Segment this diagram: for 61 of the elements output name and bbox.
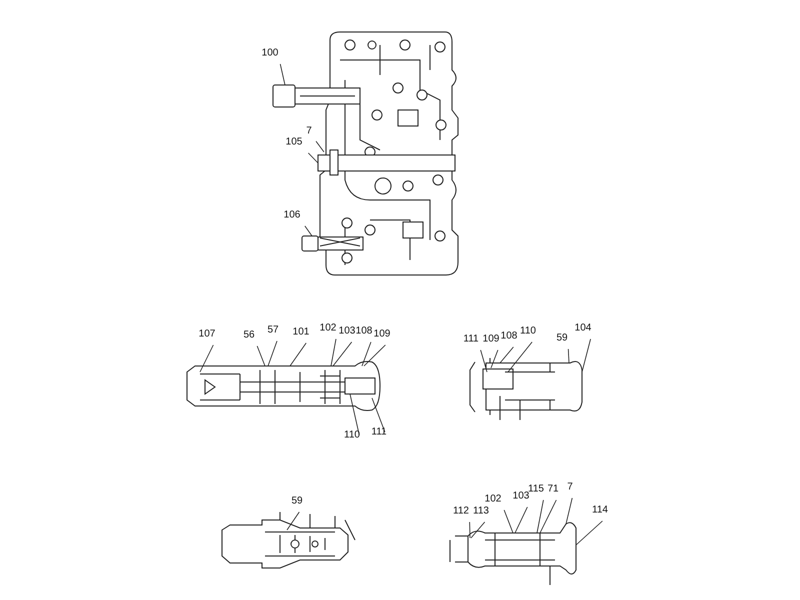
- callout-number: 109: [373, 328, 391, 340]
- leader-line: [362, 342, 372, 366]
- callout-number: 115: [528, 484, 544, 494]
- leader-line: [332, 342, 352, 366]
- plug-drawing: [470, 358, 582, 420]
- callout-number: 102: [319, 322, 337, 334]
- callout-number: 113: [472, 506, 490, 516]
- leader-line: [364, 344, 386, 366]
- callout-number: 104: [574, 322, 592, 334]
- callout-number: 57: [266, 324, 280, 336]
- callout-number: 109: [482, 334, 500, 344]
- leader-line: [308, 152, 318, 164]
- callout-number: 59: [556, 332, 568, 344]
- leader-line: [514, 506, 528, 534]
- leader-line: [536, 500, 544, 534]
- callout-number: 7: [306, 126, 312, 136]
- leader-line: [316, 140, 324, 152]
- callout-number: 101: [292, 326, 310, 338]
- leader-line: [372, 398, 386, 432]
- leader-line: [200, 344, 214, 372]
- leader-line: [286, 512, 300, 530]
- callout-number: 102: [484, 494, 502, 504]
- leader-line: [470, 522, 486, 538]
- callout-number: 7: [566, 482, 574, 492]
- callout-number: 110: [344, 430, 360, 440]
- leader-line: [280, 64, 286, 86]
- leader-line: [330, 338, 336, 366]
- leader-line: [469, 522, 470, 538]
- leader-line: [568, 348, 570, 364]
- spool-valve-drawing: [186, 361, 380, 411]
- callout-number: 56: [242, 330, 256, 340]
- callout-number: 111: [462, 334, 480, 344]
- leader-line: [268, 340, 278, 366]
- callout-number: 108: [355, 326, 373, 336]
- leader-line: [508, 342, 532, 372]
- leader-line: [582, 338, 591, 372]
- callout-number: 106: [283, 210, 301, 220]
- leader-line: [304, 226, 312, 236]
- leader-line: [540, 500, 557, 534]
- callout-number: 100: [261, 48, 279, 58]
- leader-line: [290, 342, 307, 366]
- leader-line: [566, 498, 573, 524]
- callout-number: 111: [370, 426, 388, 438]
- leader-line: [576, 520, 603, 546]
- callout-number: 59: [290, 496, 304, 506]
- leader-line: [480, 350, 488, 372]
- plug-assembly-drawing: [450, 522, 576, 586]
- callout-number: 103: [512, 490, 530, 502]
- callout-number: 71: [546, 484, 560, 494]
- callout-number: 105: [285, 136, 303, 148]
- callout-number: 110: [520, 326, 536, 336]
- leader-line: [500, 346, 514, 364]
- callout-number: 108: [500, 330, 518, 342]
- leader-line: [490, 350, 498, 368]
- callout-number: 114: [592, 504, 608, 516]
- leader-line: [256, 346, 266, 366]
- callout-number: 103: [338, 326, 356, 336]
- callout-number: 112: [452, 506, 470, 516]
- valve-cartridge-drawing: [222, 512, 356, 568]
- leader-line: [504, 510, 514, 534]
- callout-number: 107: [198, 328, 216, 340]
